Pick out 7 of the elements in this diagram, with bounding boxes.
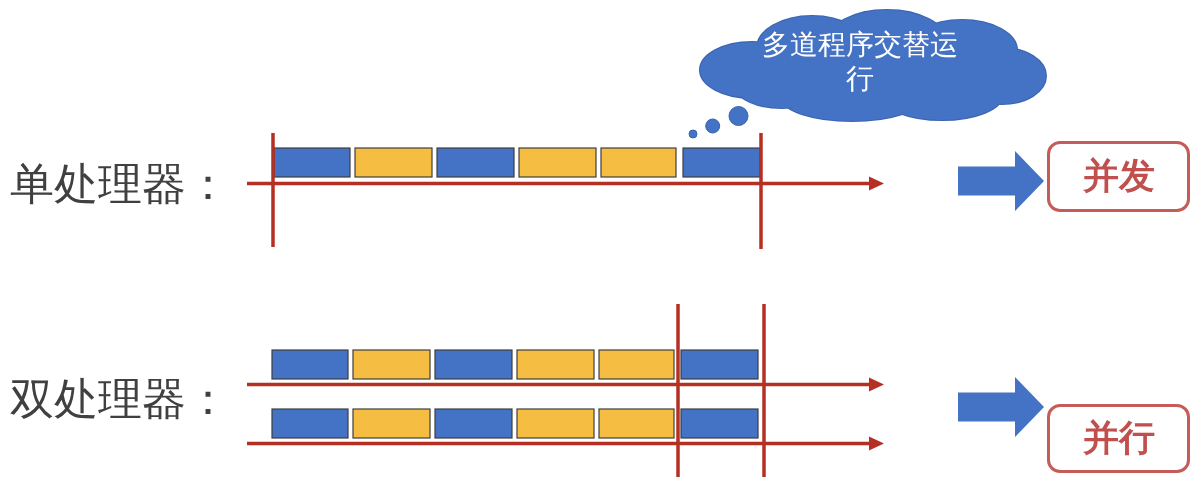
block-arrow xyxy=(958,377,1044,437)
rounded-label-box: 并发 xyxy=(1047,141,1190,212)
cloud-text: 多道程序交替运行 xyxy=(761,28,959,96)
block-arrow xyxy=(958,151,1044,211)
rounded-label-box: 并行 xyxy=(1047,404,1190,473)
row-label: 单处理器： xyxy=(10,160,230,208)
row-label: 双处理器： xyxy=(10,375,230,423)
